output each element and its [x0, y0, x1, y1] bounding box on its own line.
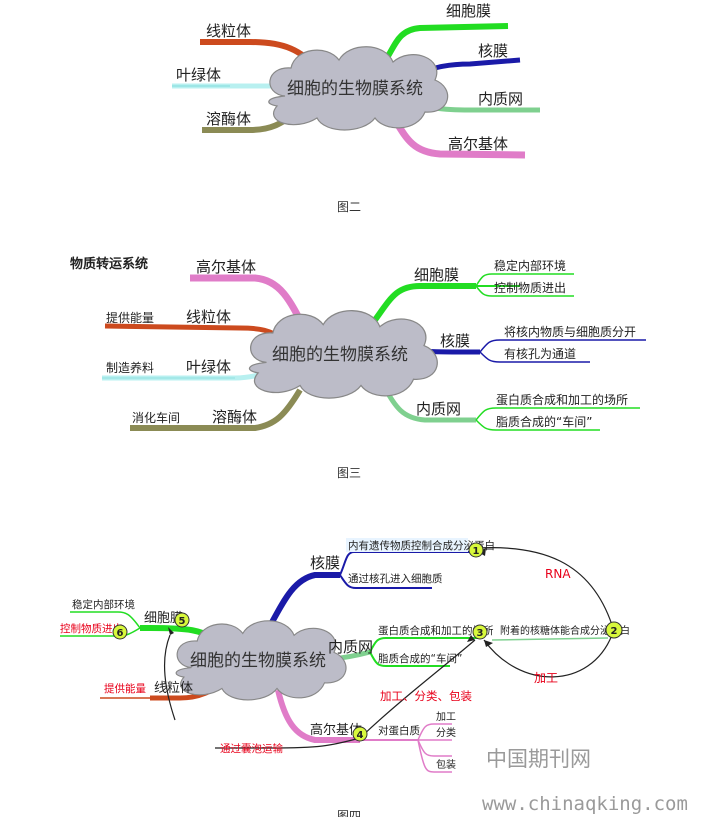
sub-control: 控制物质进出	[494, 281, 566, 295]
note-digest: 消化车间	[132, 410, 180, 425]
node-membrane: 细胞膜	[446, 2, 491, 20]
label-process: 加工	[534, 671, 558, 685]
note-mito: 提供能量	[104, 682, 146, 695]
sub-membrane-control: 控制物质进出	[60, 622, 123, 635]
badge-3: 3	[472, 624, 488, 640]
figure-4: 细胞的生物膜系统 核膜 内有遗传物质控制合成分泌蛋白 通过核孔进入细胞质 内质网…	[60, 538, 630, 817]
node-nucleus: 核膜	[478, 42, 508, 60]
node-mito: 线粒体	[154, 681, 193, 696]
sub-pore: 有核孔为通道	[504, 347, 576, 361]
badge-5: 5	[174, 612, 190, 628]
note-energy: 提供能量	[106, 310, 154, 325]
node-golgi: 高尔基体	[196, 258, 256, 276]
sub-stable: 稳定内部环境	[494, 258, 566, 273]
node-lyso: 溶酶体	[212, 408, 257, 426]
figure-2: 细胞的生物膜系统 细胞膜 核膜 内质网 高尔基体 线粒体 叶绿体 溶酶体 图二	[172, 2, 540, 214]
sub-er-protein: 蛋白质合成和加工的场所	[378, 624, 494, 637]
watermark-cn: 中国期刊网	[486, 747, 591, 771]
badge-1: 1	[468, 542, 484, 558]
sub-separate: 将核内物质与细胞质分开	[504, 325, 636, 339]
heading: 物质转运系统	[70, 256, 148, 272]
sub-membrane-stable: 稳定内部环境	[72, 598, 135, 611]
sub-golgi-protein: 对蛋白质	[378, 724, 420, 737]
node-er: 内质网	[478, 90, 523, 108]
svg-text:1: 1	[473, 546, 480, 557]
sub-lipid: 脂质合成的“车间”	[496, 414, 592, 429]
note-ribosome: 附着的核糖体能合成分泌蛋白	[500, 624, 630, 637]
node-chloro: 叶绿体	[176, 66, 221, 84]
note-golgi: 加工、分类、包装	[380, 689, 472, 703]
center-node: 细胞的生物膜系统	[272, 345, 408, 365]
badge-4: 4	[352, 726, 368, 742]
node-lyso: 溶酶体	[206, 110, 251, 128]
caption: 图二	[337, 200, 361, 214]
figure-3: 物质转运系统 细胞的生物膜系统 高尔基体 线粒体 提供能量 叶绿体 制造养料 溶…	[70, 256, 646, 480]
node-er: 内质网	[328, 638, 373, 656]
note-vesicle: 通过囊泡运输	[220, 742, 283, 755]
node-golgi: 高尔基体	[310, 722, 362, 738]
center-node: 细胞的生物膜系统	[287, 79, 423, 99]
node-nucleus: 核膜	[440, 332, 470, 350]
badge-2: 2	[605, 621, 623, 639]
center-node: 细胞的生物膜系统	[190, 651, 326, 671]
svg-text:6: 6	[117, 628, 124, 639]
node-er: 内质网	[416, 400, 461, 418]
node-membrane: 细胞膜	[414, 266, 459, 284]
svg-text:3: 3	[477, 628, 484, 639]
sub-nucleus-pore: 通过核孔进入细胞质	[348, 572, 443, 585]
sub-protein: 蛋白质合成和加工的场所	[496, 392, 628, 407]
node-chloro: 叶绿体	[186, 358, 231, 376]
caption: 图三	[337, 466, 361, 480]
svg-text:4: 4	[357, 730, 364, 741]
leaf-pack: 包装	[436, 758, 456, 771]
watermark-url: www.chinaqking.com	[482, 793, 688, 815]
badge-6: 6	[112, 624, 128, 640]
note-nutrient: 制造养料	[106, 360, 154, 375]
node-membrane: 细胞膜	[144, 611, 183, 626]
svg-text:2: 2	[611, 626, 618, 637]
node-mito: 线粒体	[206, 22, 251, 40]
caption: 图四	[337, 809, 361, 817]
leaf-process: 加工	[436, 711, 456, 723]
leaf-sort: 分类	[436, 726, 456, 739]
sub-er-lipid: 脂质合成的“车间”	[378, 652, 462, 665]
label-rna: RNA	[545, 567, 571, 581]
svg-text:5: 5	[179, 616, 186, 627]
node-golgi: 高尔基体	[448, 135, 508, 153]
node-mito: 线粒体	[186, 308, 231, 326]
sub-nucleus-gene: 内有遗传物质控制合成分泌蛋白	[348, 539, 495, 552]
node-nucleus: 核膜	[310, 554, 340, 572]
